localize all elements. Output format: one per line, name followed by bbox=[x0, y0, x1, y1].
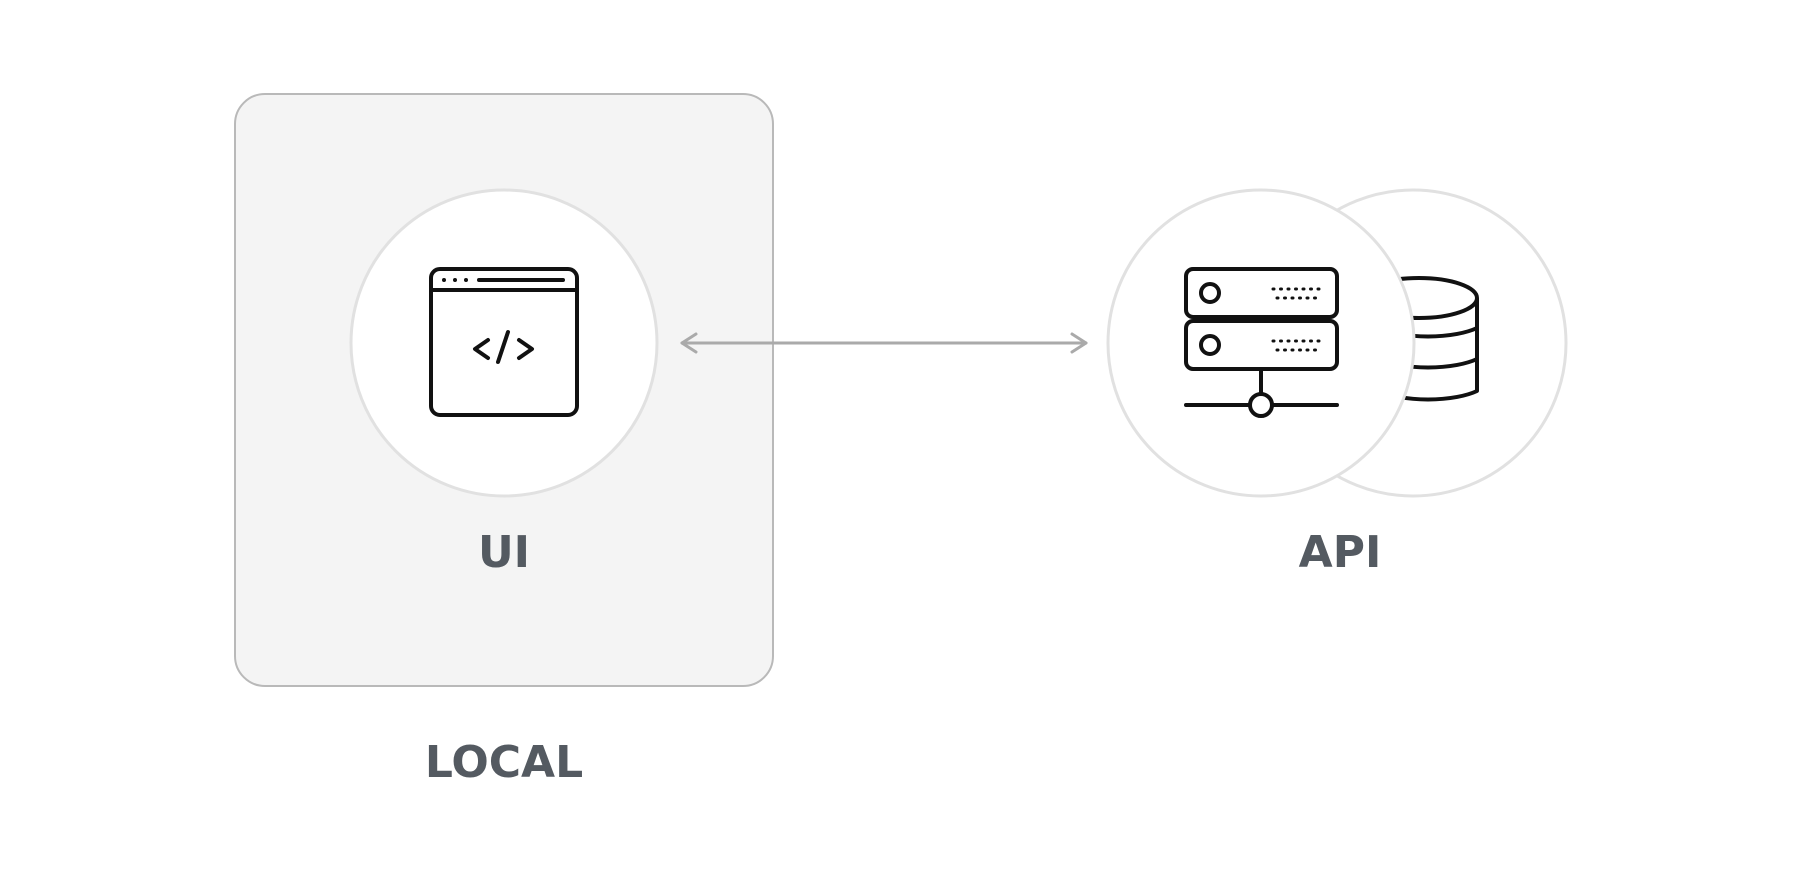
api-node-label: API bbox=[1299, 527, 1382, 578]
browser-code-icon bbox=[429, 267, 579, 417]
local-zone-label: LOCAL bbox=[425, 737, 583, 788]
server-icon bbox=[1184, 267, 1339, 418]
ui-node-label: UI bbox=[478, 527, 530, 578]
api-node-circle bbox=[1106, 188, 1416, 498]
bidirectional-arrow bbox=[680, 332, 1088, 354]
